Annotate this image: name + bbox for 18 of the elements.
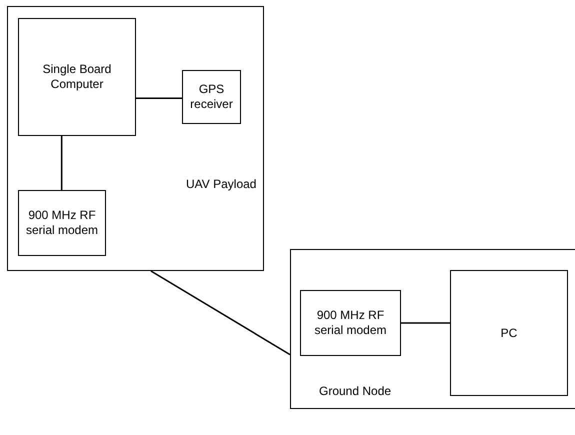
connector-line [136,98,182,99]
group-label: UAV Payload [186,177,256,191]
connector-line [60,136,62,190]
group-box [7,6,264,271]
connector-line [150,270,290,356]
connector-line [401,322,450,324]
component-label: GPS receiver [189,82,234,112]
component-box [182,70,241,124]
component-box [450,270,568,396]
component-label: 900 MHz RF serial modem [24,208,100,238]
component-box [300,290,401,356]
component-label: Single Board Computer [42,62,112,92]
component-label: PC [500,326,518,340]
group-label: Ground Node [319,384,392,398]
component-box [18,18,136,136]
component-label: 900 MHz RF serial modem [313,308,388,338]
group-box [290,249,575,409]
component-box [18,190,106,256]
